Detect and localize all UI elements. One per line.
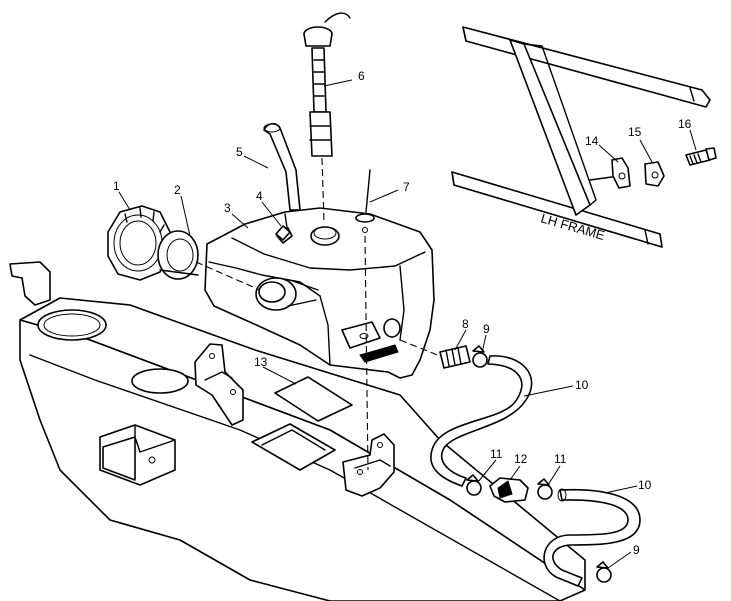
callout-14: 14 bbox=[585, 134, 599, 148]
callout-13: 13 bbox=[254, 355, 268, 369]
chassis-frame bbox=[9, 261, 586, 601]
inline-filter bbox=[489, 477, 529, 503]
callout-15: 15 bbox=[628, 125, 642, 139]
outlet-fitting bbox=[439, 345, 471, 369]
callout-3: 3 bbox=[224, 201, 231, 215]
callout-11-right: 11 bbox=[554, 452, 567, 466]
dipstick bbox=[303, 12, 351, 157]
oil-hose-lower bbox=[543, 488, 641, 587]
cap-gasket bbox=[157, 230, 199, 280]
callout-4: 4 bbox=[256, 189, 263, 203]
callout-9-upper: 9 bbox=[483, 322, 490, 336]
oil-hose-upper bbox=[430, 355, 533, 487]
mounting-bolt bbox=[685, 147, 717, 166]
callout-9-lower: 9 bbox=[633, 543, 640, 557]
mounting-clip bbox=[644, 161, 665, 187]
frame-bracket bbox=[589, 157, 631, 189]
callout-6: 6 bbox=[358, 69, 365, 83]
callout-10-upper: 10 bbox=[575, 378, 589, 392]
hose-clamp-right bbox=[537, 478, 553, 500]
callout-16: 16 bbox=[678, 117, 692, 131]
oil-tank bbox=[204, 207, 435, 379]
hose-clamp-left bbox=[466, 474, 482, 496]
vent-hose bbox=[263, 122, 301, 211]
vent-fitting bbox=[275, 213, 291, 241]
callout-8: 8 bbox=[462, 317, 469, 331]
callout-11-left: 11 bbox=[490, 447, 503, 461]
leader-lines bbox=[118, 79, 697, 569]
hose-clamp-lower bbox=[596, 561, 612, 583]
lh-frame bbox=[451, 26, 711, 248]
callout-5: 5 bbox=[236, 145, 243, 159]
callout-1: 1 bbox=[113, 179, 120, 193]
callout-12: 12 bbox=[514, 452, 528, 466]
rubber-pad bbox=[274, 376, 353, 422]
callout-10-lower: 10 bbox=[638, 478, 652, 492]
mount-tab-left bbox=[194, 343, 244, 426]
callout-2: 2 bbox=[174, 183, 181, 197]
level-sensor bbox=[355, 169, 375, 233]
hose-clamp-upper bbox=[472, 345, 488, 368]
callout-7: 7 bbox=[403, 180, 410, 194]
mount-tab-right bbox=[342, 433, 395, 497]
